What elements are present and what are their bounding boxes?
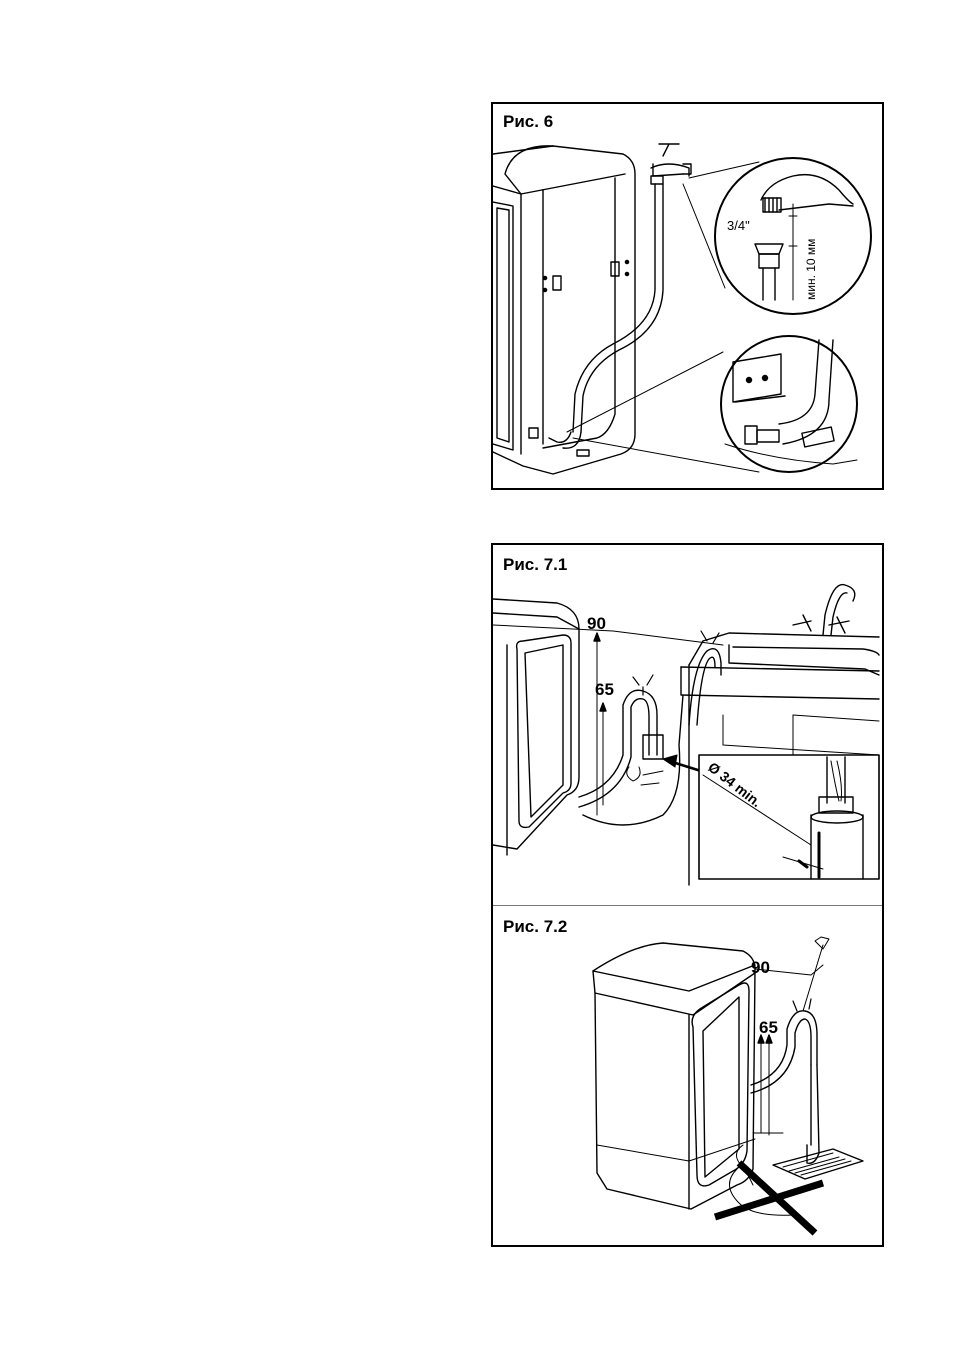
fig7-2-height-90-label: 90: [751, 958, 770, 977]
fig7-1-height-90-label: 90: [587, 614, 606, 633]
figure-7-illustration: 90 65 Ø 34 min. 90 65: [493, 545, 884, 1247]
washing-machine: [493, 146, 635, 474]
figure-7-2-drawing: [593, 937, 863, 1233]
water-tap: [651, 144, 691, 184]
figure-6-illustration: 3/4" мин. 10 мм: [493, 104, 884, 490]
inlet-hose: [549, 184, 663, 448]
figure-7-1-drawing: [493, 585, 879, 885]
figure-6: Рис. 6: [491, 102, 884, 490]
fig7-1-height-65-label: 65: [595, 680, 614, 699]
figure-7: Рис. 7.1 Рис. 7.2: [491, 543, 884, 1247]
thread-size-label: 3/4": [727, 218, 750, 233]
detail-tap-connection: [715, 158, 871, 314]
min-distance-label: мин. 10 мм: [804, 239, 818, 300]
detail-hose-connection: [721, 336, 857, 472]
fig7-2-height-65-label: 65: [759, 1018, 778, 1037]
